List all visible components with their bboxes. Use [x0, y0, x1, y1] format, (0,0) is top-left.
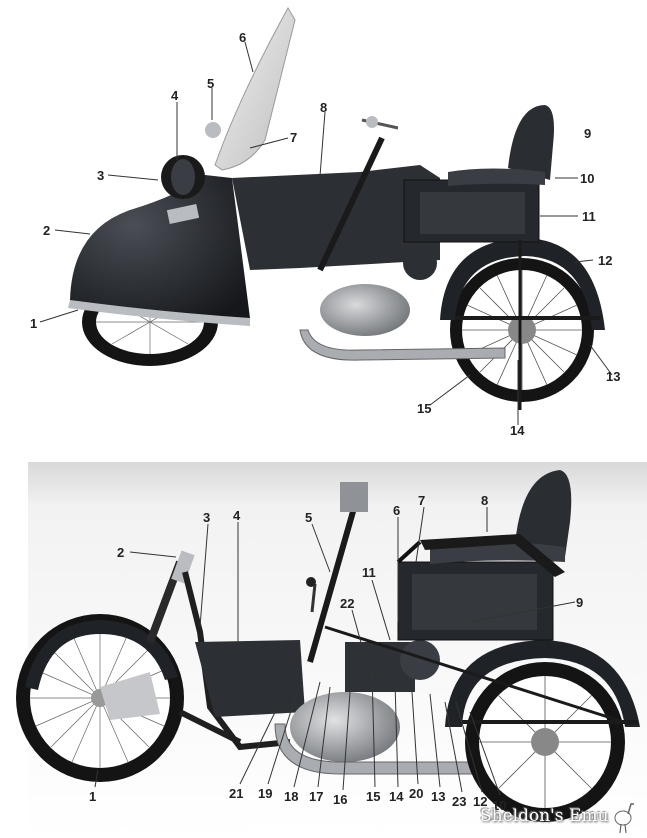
watermark-text: Sheldon's Emu — [480, 806, 609, 826]
bottom-callout-22: 22 — [340, 596, 354, 611]
top-apron — [232, 165, 440, 270]
bottom-callout-20: 20 — [409, 786, 423, 801]
top-windscreen — [214, 6, 296, 171]
bottom-engine — [290, 692, 400, 762]
top-callout-1: 1 — [30, 316, 37, 331]
bottom-callout-18: 18 — [284, 789, 298, 804]
bottom-callout-21: 21 — [229, 786, 243, 801]
top-callout-7: 7 — [290, 130, 297, 145]
bottom-callout-8: 8 — [481, 493, 488, 508]
bottom-callout-4: 4 — [233, 508, 241, 523]
bottom-motorcycle-photo: 1 2 3 4 5 6 7 8 9 11 22 21 19 18 17 16 1… — [16, 462, 647, 838]
bottom-callout-1: 1 — [89, 789, 96, 804]
top-callout-3: 3 — [97, 168, 104, 183]
top-front-fairing — [70, 175, 250, 319]
top-callout-9: 9 — [584, 126, 591, 141]
top-callout-5: 5 — [207, 76, 214, 91]
top-callout-2: 2 — [43, 223, 50, 238]
bottom-callout-13: 13 — [431, 789, 445, 804]
bottom-callout-10: 10 — [492, 798, 506, 813]
top-rear-wheel — [450, 258, 594, 402]
bottom-callout-6: 6 — [393, 503, 400, 518]
top-callout-14: 14 — [510, 423, 525, 438]
bottom-callout-16: 16 — [333, 792, 347, 807]
top-callout-12: 12 — [598, 253, 612, 268]
bottom-callout-5: 5 — [305, 510, 312, 525]
bottom-callout-9: 9 — [576, 595, 583, 610]
bottom-callout-2: 2 — [117, 545, 124, 560]
bottom-callout-11: 11 — [362, 565, 376, 580]
bottom-callout-15: 15 — [366, 789, 380, 804]
top-callout-4: 4 — [171, 88, 179, 103]
bottom-seat — [515, 470, 572, 557]
top-callout-11: 11 — [582, 209, 596, 224]
bottom-handlebar — [340, 482, 368, 512]
bottom-callout-14: 14 — [389, 789, 404, 804]
bottom-callout-3: 3 — [203, 510, 210, 525]
top-rear-mudguard — [440, 238, 605, 330]
bottom-frame — [178, 571, 291, 751]
bottom-steering-column — [307, 493, 361, 663]
bottom-callout-12: 12 — [473, 794, 487, 809]
top-callout-13: 13 — [606, 369, 620, 384]
top-steering-column — [317, 136, 385, 272]
top-callout-15: 15 — [417, 401, 431, 416]
bottom-callout-17: 17 — [309, 789, 323, 804]
bottom-front-mudguard — [25, 620, 178, 690]
bottom-callout-7: 7 — [418, 493, 425, 508]
emu-icon — [614, 803, 634, 834]
top-callout-8: 8 — [320, 100, 327, 115]
top-mirror — [205, 122, 221, 138]
bottom-front-wheel — [16, 614, 184, 782]
top-exhaust — [299, 329, 506, 361]
bottom-callout-23: 23 — [452, 794, 466, 809]
bottom-rear-mudguard — [445, 640, 640, 727]
bottom-rear-wheel — [465, 662, 625, 822]
top-seat — [508, 105, 554, 180]
top-callout-6: 6 — [239, 30, 246, 45]
top-motorcycle-photo: 1 2 3 4 5 6 7 8 9 10 11 12 13 14 15 — [30, 6, 620, 438]
top-callout-10: 10 — [580, 171, 594, 186]
bottom-callout-19: 19 — [258, 786, 272, 801]
top-engine — [320, 284, 410, 336]
bottom-side-panel — [195, 640, 305, 717]
